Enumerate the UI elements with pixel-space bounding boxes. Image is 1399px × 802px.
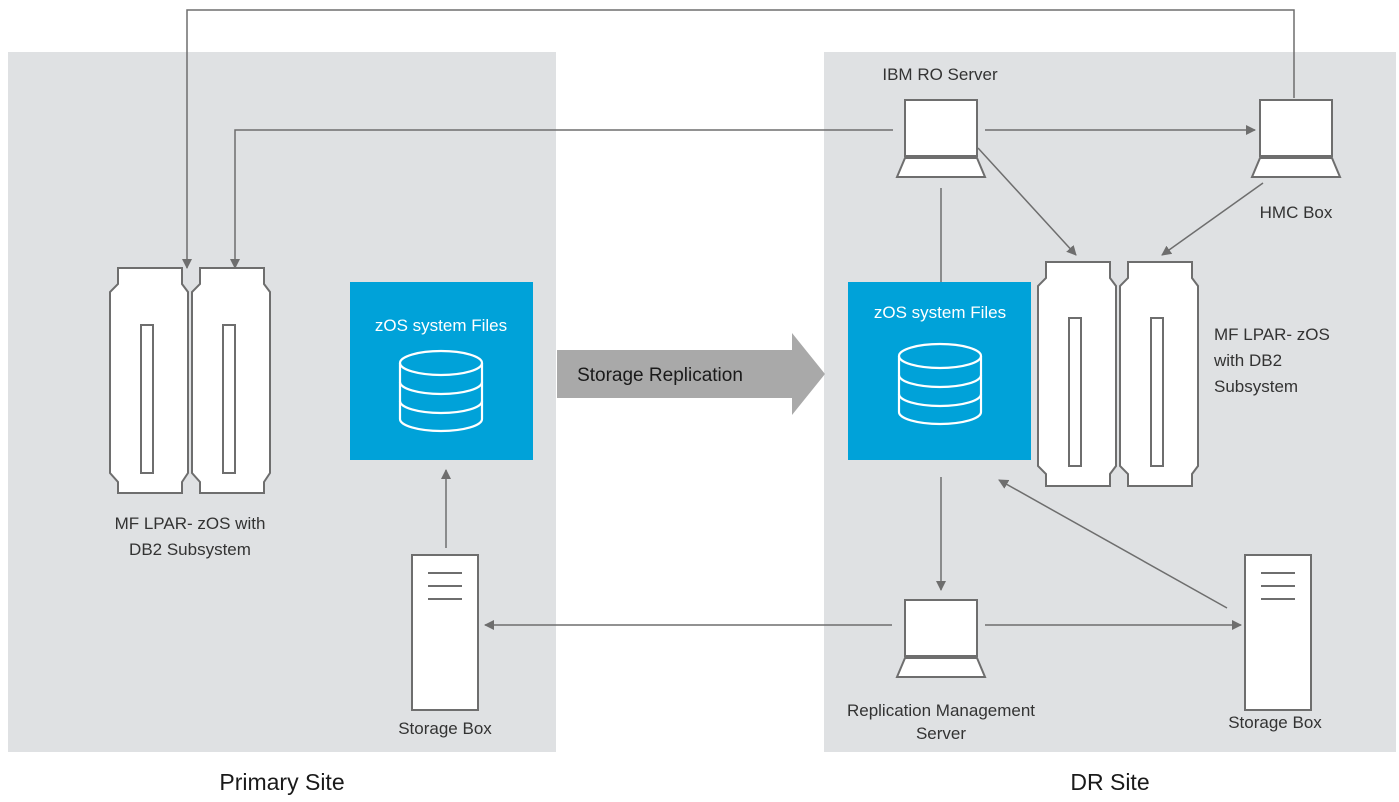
rms-laptop-icon bbox=[895, 599, 987, 678]
primary-mainframe-label-line1: MF LPAR- zOS with bbox=[115, 514, 266, 533]
rms-label-line1: Replication Management bbox=[847, 701, 1035, 720]
dr-mainframe-label-line1: MF LPAR- zOS bbox=[1214, 325, 1330, 344]
dr-mainframe-label-line3: Subsystem bbox=[1214, 377, 1298, 396]
hmc-to-dr-mainframe-connector bbox=[1161, 182, 1264, 256]
dr-storage-to-dr-files-connector bbox=[998, 479, 1228, 609]
primary-storage-label: Storage Box bbox=[398, 719, 492, 738]
dr-database-icon bbox=[897, 342, 983, 426]
primary-mainframe-label-line2: DB2 Subsystem bbox=[129, 540, 251, 559]
ro-to-primary-mainframe-connector bbox=[230, 129, 893, 269]
dr-mainframe-label-line2: with DB2 bbox=[1213, 351, 1282, 370]
primary-storage-tower-icon bbox=[411, 554, 479, 711]
ro-server-laptop-icon bbox=[895, 99, 987, 178]
dr-storage-label: Storage Box bbox=[1228, 713, 1322, 732]
rms-label-line2: Server bbox=[916, 724, 966, 743]
primary-mainframe-rack-icon bbox=[109, 267, 271, 494]
dr-storage-tower-icon bbox=[1244, 554, 1312, 711]
dr-site-title: DR Site bbox=[1070, 769, 1149, 795]
primary-site-title: Primary Site bbox=[219, 769, 344, 795]
hmc-laptop-icon bbox=[1250, 99, 1342, 178]
dr-files-box: zOS system Files bbox=[848, 282, 1031, 460]
hmc-to-primary-mainframe-connector bbox=[182, 9, 1295, 269]
storage-replication-label: Storage Replication bbox=[577, 365, 743, 386]
dr-files-box-title: zOS system Files bbox=[874, 303, 1006, 322]
primary-files-box: zOS system Files bbox=[350, 282, 533, 460]
primary-files-box-title: zOS system Files bbox=[375, 316, 507, 335]
dr-mainframe-rack-icon bbox=[1037, 261, 1199, 487]
ro-to-dr-mainframe-connector bbox=[977, 147, 1077, 256]
ro-server-label: IBM RO Server bbox=[882, 65, 998, 84]
hmc-label: HMC Box bbox=[1260, 203, 1333, 222]
storage-replication-arrow: Storage Replication bbox=[557, 333, 825, 415]
primary-database-icon bbox=[398, 349, 484, 433]
